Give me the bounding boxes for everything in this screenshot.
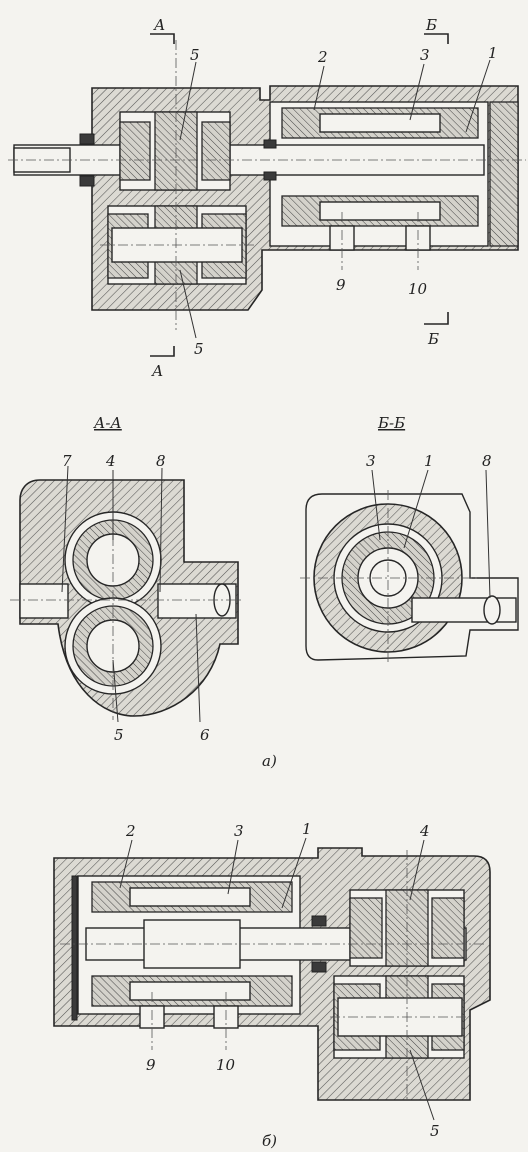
- section-mark-a-top: А: [153, 16, 165, 34]
- callout-5-b: 5: [430, 1122, 440, 1140]
- callout-10-b: 10: [216, 1056, 236, 1074]
- port-8-bb: [483, 595, 501, 625]
- section-aa-view: [10, 465, 244, 723]
- callout-8-aa: 6: [200, 726, 210, 744]
- leader-2-a: [313, 65, 325, 111]
- upper-bushing-right-b: [431, 897, 465, 959]
- leader-1-b: [281, 837, 307, 909]
- leader-4-a: [179, 61, 197, 141]
- shaft-seal-right-a: [263, 139, 277, 149]
- view-title-aa: А-А: [93, 414, 122, 432]
- leader-8-aa: [195, 613, 201, 723]
- end-plate-b: [71, 875, 78, 1021]
- callout-7-aa: 8: [156, 452, 166, 470]
- seal-b-bottom: [311, 961, 327, 973]
- figure-a-assembly: [8, 33, 526, 357]
- callout-8-bb: 8: [482, 452, 492, 470]
- bearing-races-top-a: [319, 113, 441, 133]
- callout-3-a: 3: [420, 46, 430, 64]
- leader-2-b: [119, 839, 133, 889]
- callout-2-a: 2: [317, 48, 328, 66]
- callout-10-a: 10: [408, 280, 428, 298]
- leader-8-bb: [485, 469, 491, 599]
- upper-bushing-left-b: [349, 897, 383, 959]
- callout-3-b: 3: [234, 822, 244, 840]
- inlet-port-6-aa: [19, 583, 69, 619]
- section-mark-b-top: Б: [425, 16, 437, 34]
- section-mark-b-bottom: Б: [427, 330, 439, 348]
- section-cut-a-top: [150, 33, 175, 44]
- leader-1-a: [465, 59, 491, 133]
- callout-6-aa: 7: [62, 452, 72, 470]
- callout-5-a: 5: [194, 340, 204, 358]
- bearing-races-bottom-a: [319, 201, 441, 221]
- upper-bushing-left-a: [119, 121, 151, 181]
- leader-3-a: [409, 63, 425, 121]
- callout-4-aa: 4: [105, 452, 116, 470]
- callout-1-b: 1: [302, 820, 312, 838]
- leader-5-a: [179, 269, 197, 339]
- leader-3-bb: [371, 469, 381, 541]
- figure-b-assembly: [53, 837, 491, 1121]
- leader-6-aa: [61, 465, 69, 593]
- section-bb-view: [300, 469, 519, 664]
- section-cut-b-bottom: [424, 312, 449, 325]
- callout-5-aa: 5: [114, 726, 124, 744]
- bearing-races-bottom-b: [129, 981, 251, 1001]
- leader-7-aa: [159, 467, 163, 593]
- callout-2-b: 2: [125, 822, 136, 840]
- leader-5-aa: [112, 659, 119, 723]
- leader-5-b: [409, 1049, 435, 1121]
- callout-4-a: 5: [190, 46, 200, 64]
- view-title-bb: Б-Б: [377, 414, 405, 432]
- callout-3-bb: 3: [366, 452, 376, 470]
- leader-1-bb: [403, 469, 429, 549]
- leader-3-b: [227, 839, 239, 895]
- seal-b-top: [311, 915, 327, 927]
- callout-9-a: 9: [336, 276, 346, 294]
- caption-b: б): [262, 1132, 277, 1150]
- callout-9-b: 9: [146, 1056, 156, 1074]
- leader-4-b: [409, 839, 425, 901]
- upper-bushing-right-a: [201, 121, 231, 181]
- shaft-bore-bb: [369, 559, 407, 597]
- bearing-races-top-b: [129, 887, 251, 907]
- callout-1-a: 1: [488, 44, 498, 62]
- shaft-seal-left-a: [79, 133, 95, 145]
- section-mark-a-bottom: А: [151, 362, 163, 380]
- section-cut-a-bottom: [150, 346, 175, 357]
- shaft-seal-right2-a: [263, 171, 277, 181]
- caption-a: а): [262, 752, 277, 770]
- shaft-seal-left2-a: [79, 175, 95, 187]
- section-cut-b-top: [424, 33, 449, 44]
- callout-4-b: 4: [419, 822, 430, 840]
- callout-1-bb: 1: [424, 452, 434, 470]
- end-cap-a: [489, 101, 519, 247]
